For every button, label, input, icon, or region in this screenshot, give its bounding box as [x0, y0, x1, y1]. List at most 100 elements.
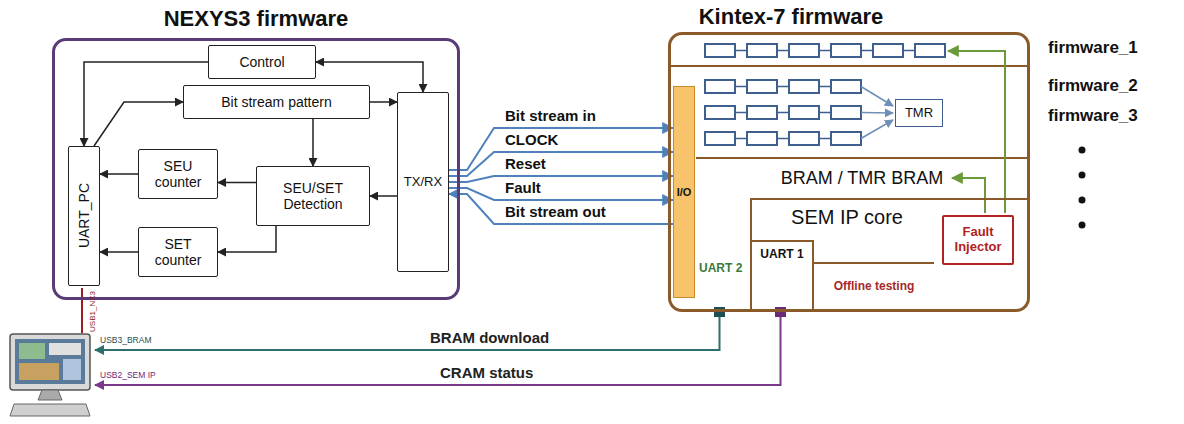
computer-icon: [10, 334, 90, 416]
uart-box: UART_PC: [68, 146, 100, 286]
link-label: BRAM download: [430, 329, 549, 346]
divider-line: [696, 157, 1027, 159]
node-text: Control: [239, 54, 284, 70]
monitor-stand: [38, 390, 62, 400]
register-chain: [705, 44, 945, 57]
signal-label: Reset: [504, 155, 547, 172]
dot: [1079, 172, 1086, 179]
memory-band: BRAM / TMR BRAM: [697, 160, 1027, 196]
test-region: Offline testing: [814, 262, 934, 309]
firmware-label: firmware_1: [1048, 38, 1138, 58]
fault-injection-arrow: [952, 178, 985, 213]
usb-label: USB1_NX3: [88, 291, 97, 332]
usb-label: USB3_BRAM: [100, 336, 152, 346]
firmware-label: firmware_3: [1048, 106, 1138, 126]
flow-arrow: [100, 251, 138, 253]
txrx-box: TX/RX: [397, 92, 449, 272]
detection-box: SEU/SET Detection: [256, 166, 370, 226]
flow-arrow: [370, 101, 397, 103]
register-cell: [831, 44, 861, 57]
process-box: Bit stream pattern: [183, 85, 370, 119]
chain-wire: [720, 86, 846, 88]
register-chain: [705, 80, 861, 93]
node-text: Offline testing: [834, 280, 915, 294]
fault-injector-box: Fault Injector: [942, 215, 1014, 265]
ellipsis-dots: [1079, 147, 1086, 229]
register-cell: [747, 80, 777, 93]
monitor: [10, 334, 90, 390]
register-cell: [747, 44, 777, 57]
register-cell: [915, 44, 945, 57]
keyboard: [10, 404, 90, 416]
register-cell: [705, 132, 735, 145]
tmr-box: TMR: [895, 99, 943, 127]
register-cell: [747, 132, 777, 145]
node-text: TMR: [905, 106, 933, 121]
flow-arrow: [94, 102, 183, 146]
signal-label: Bit stream in: [504, 107, 597, 124]
signal-line: [449, 194, 673, 224]
chain-wire: [720, 112, 846, 114]
screen-window: [63, 359, 81, 380]
node-text: TX/RX: [404, 175, 442, 190]
signal-line: [449, 188, 673, 200]
dot: [1079, 147, 1086, 154]
screen-window: [19, 343, 45, 359]
register-cell: [789, 80, 819, 93]
usb-cable: [95, 317, 781, 385]
port-label: UART 2: [699, 262, 742, 276]
node-text: UART 1: [760, 248, 803, 262]
fault-injection-arrow: [948, 51, 1005, 213]
voter-input-arrow: [861, 120, 893, 139]
usb-cable: [95, 317, 720, 350]
flow-arrow: [100, 173, 138, 175]
screen: [15, 339, 85, 384]
sem-core-region: SEM IP coreUART 1Offline testingFault In…: [750, 198, 1027, 309]
dot: [1079, 222, 1086, 229]
voter-input-arrow: [861, 87, 893, 107]
firmware-label: firmware_2: [1048, 76, 1138, 96]
register-chain: [705, 106, 861, 119]
node-text: UART_PC: [76, 183, 92, 248]
screen-window: [49, 343, 81, 355]
register-cell: [831, 106, 861, 119]
register-chain: [705, 132, 861, 145]
register-cell: [789, 44, 819, 57]
node-text: Bit stream pattern: [221, 94, 332, 110]
register-cell: [705, 80, 735, 93]
flow-arrow: [312, 119, 314, 166]
block-title: Kintex-7 firmware: [671, 4, 911, 29]
register-cell: [831, 80, 861, 93]
node-text: I/O: [677, 186, 692, 199]
node-text: SEU/SET Detection: [263, 180, 363, 212]
block-title: NEXYS3 firmware: [55, 6, 457, 31]
flow-arrow: [218, 226, 276, 252]
signal-label: Bit stream out: [504, 203, 607, 220]
flow-arrow: [218, 182, 256, 184]
signal-line: [449, 176, 673, 182]
signal-label: Fault: [504, 179, 542, 196]
dot: [1079, 197, 1086, 204]
uart-region: UART 1: [752, 240, 814, 309]
voter-input-arrow: [861, 112, 893, 114]
register-cell: [705, 44, 735, 57]
register-cell: [789, 132, 819, 145]
divider-line: [671, 65, 1027, 67]
register-cell: [705, 106, 735, 119]
register-cell: [873, 44, 903, 57]
node-text: SEU counter: [145, 158, 211, 190]
io-bar: I/O: [673, 86, 695, 298]
signal-label: CLOCK: [504, 131, 559, 148]
usb-cable: [81, 288, 83, 333]
node-text: BRAM / TMR BRAM: [781, 168, 944, 189]
chain-wire: [720, 138, 846, 140]
node-text: Fault Injector: [948, 225, 1008, 255]
signal-line: [449, 152, 673, 176]
screen-window: [19, 363, 59, 380]
node-text: SET counter: [145, 236, 211, 268]
register-cell: [747, 106, 777, 119]
counter-box: SET counter: [138, 227, 218, 277]
counter-box: SEU counter: [138, 149, 218, 199]
firmware-block: NEXYS3 firmwareControlBit stream pattern…: [52, 38, 460, 300]
